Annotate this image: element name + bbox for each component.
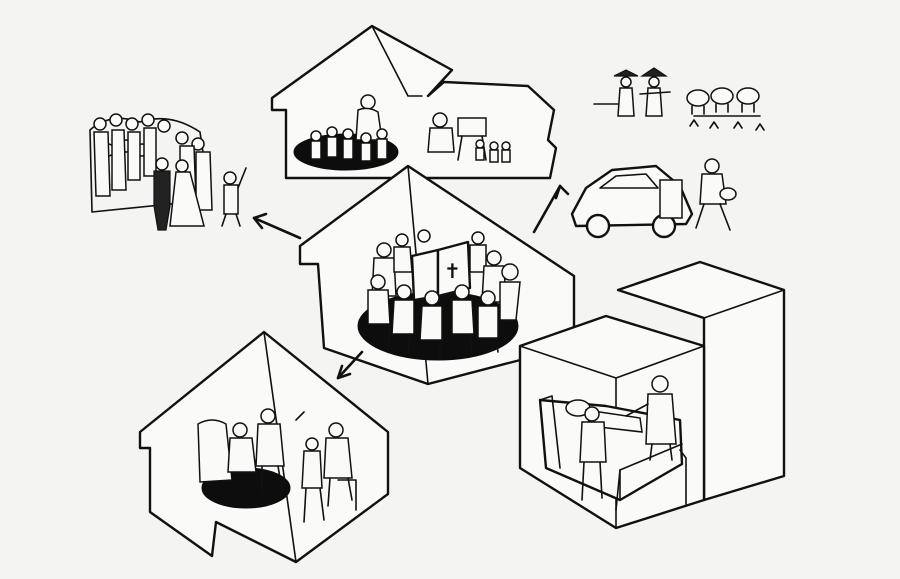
car-scene [570,158,737,239]
farmer-figures [613,67,671,117]
arrow-to-wedding [252,212,302,240]
seated-visitors [301,422,357,523]
waving-figure [221,167,247,227]
sheep-group [686,87,760,115]
center-house-church: ✝ [298,164,576,386]
children-group [310,126,388,162]
groom-figure [153,157,171,231]
arrow-to-home-visit [336,350,364,380]
bible-with-cross: ✝ [410,240,472,302]
arrow-to-farming [532,184,570,234]
bride-figure [169,159,205,227]
nurse-figure [625,375,677,461]
wedding-crowd [89,113,247,231]
chairs [387,323,499,359]
cross-symbol: ✝ [444,259,461,283]
easel-scene [427,112,511,163]
hospital-building [518,260,786,530]
crowd-people [93,113,213,211]
helper-figure [695,158,737,231]
seated-circle [367,229,521,341]
visitor-figure [579,406,607,501]
arrows [252,184,570,380]
top-house-teaching [270,24,558,180]
bottom-left-house-visit [138,330,390,564]
armchair-group [197,408,285,493]
farming-scene [593,67,765,131]
